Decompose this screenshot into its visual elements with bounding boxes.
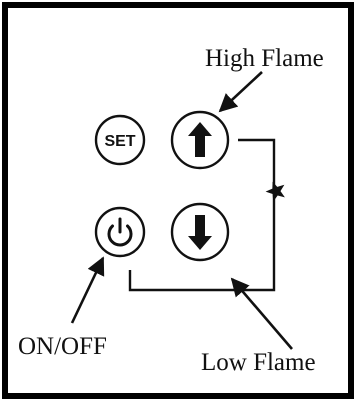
high-flame-label: High Flame bbox=[205, 45, 324, 72]
star-icon bbox=[265, 181, 285, 202]
set-button-label: SET bbox=[104, 133, 135, 150]
combo-bracket bbox=[128, 138, 276, 292]
power-button[interactable] bbox=[94, 206, 146, 258]
arrow-up-icon bbox=[188, 122, 212, 157]
low-flame-arrow bbox=[230, 277, 293, 350]
arrow-down-icon bbox=[188, 215, 212, 250]
high-flame-button[interactable] bbox=[170, 110, 230, 170]
on-off-arrow bbox=[70, 256, 105, 324]
on-off-label: ON/OFF bbox=[18, 333, 107, 360]
low-flame-label: Low Flame bbox=[201, 349, 316, 376]
set-button[interactable]: SET bbox=[94, 114, 146, 166]
low-flame-button[interactable] bbox=[170, 202, 230, 262]
power-icon bbox=[107, 217, 133, 247]
high-flame-arrow bbox=[218, 71, 263, 113]
